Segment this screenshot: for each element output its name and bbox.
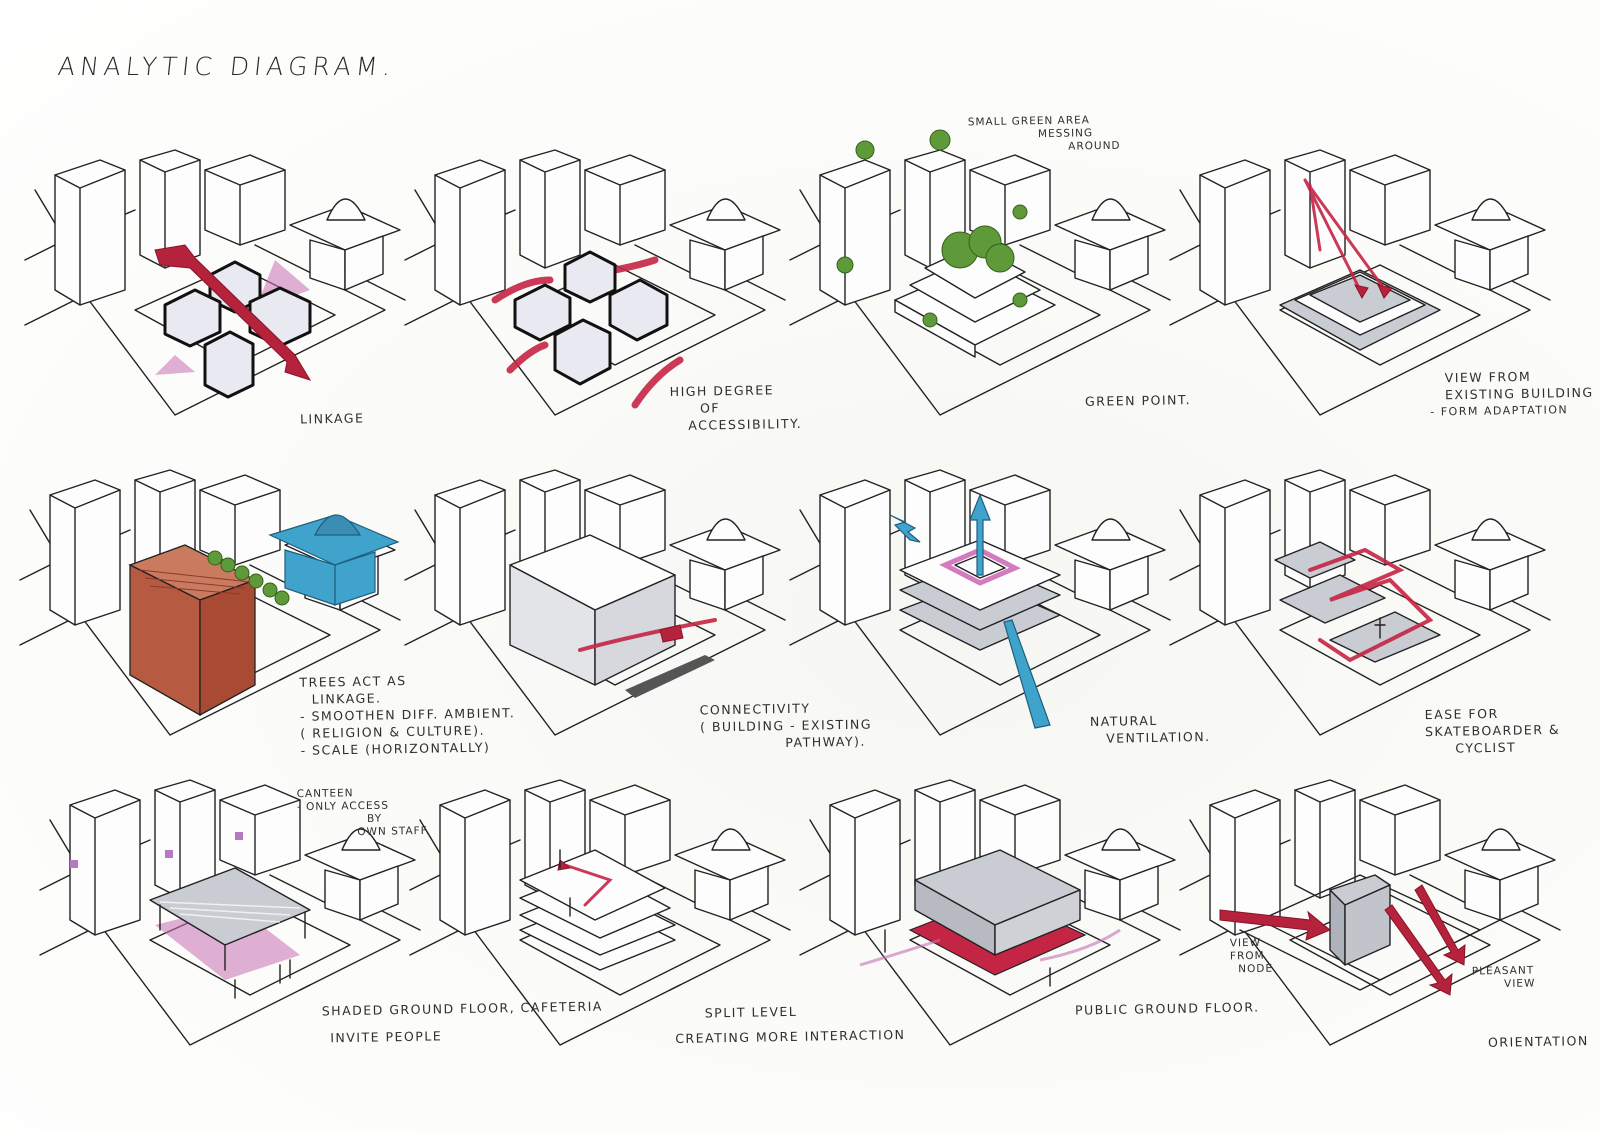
split-level-sketch	[409, 779, 791, 1046]
panel-natural-ventilation	[789, 469, 1180, 800]
orientation-sketch	[1179, 779, 1561, 1046]
caption-view-from-existing: VIEW FROM EXISTING BUILDING - FORM ADAPT…	[1430, 368, 1594, 419]
panel-accessibility	[404, 149, 795, 480]
panel-skate-cyclist	[1169, 469, 1560, 800]
accessibility-sketch	[404, 149, 786, 416]
skate-sketch	[1169, 469, 1551, 736]
panel-green-point	[789, 129, 1180, 480]
panel-orientation	[1179, 779, 1570, 1110]
trees-linkage-sketch	[19, 469, 401, 736]
caption-orientation: ORIENTATION	[1487, 1033, 1589, 1050]
green-point-sketch	[789, 129, 1171, 416]
panel-linkage	[24, 149, 415, 480]
view-sketch	[1169, 149, 1551, 416]
caption-linkage: LINKAGE	[299, 410, 365, 427]
ventilation-sketch	[789, 469, 1171, 736]
caption-accessibility: HIGH DEGREE OF ACCESSIBILITY.	[669, 382, 803, 433]
note-green-area: SMALL GREEN AREA MESSING AROUND	[967, 114, 1121, 153]
panel-view-from-existing	[1169, 149, 1560, 480]
linkage-sketch	[24, 149, 406, 416]
page-title: ANALYTIC DIAGRAM.	[56, 52, 397, 81]
panel-connectivity	[404, 469, 795, 800]
public-ground-sketch	[799, 779, 1181, 1046]
panel-public-ground	[799, 779, 1190, 1110]
caption-skate-cyclist: EASE FOR SKATEBOARDER & CYCLIST	[1424, 705, 1561, 756]
shaded-ground-sketch	[39, 779, 421, 1046]
panel-trees-linkage	[19, 469, 410, 800]
note-view-from-node: VIEW FROM NODE	[1229, 936, 1274, 976]
panel-shaded-ground	[39, 779, 430, 1110]
connectivity-sketch	[404, 469, 786, 736]
panel-split-level	[409, 779, 800, 1110]
note-pleasant-view: PLEASANT VIEW	[1471, 964, 1536, 990]
